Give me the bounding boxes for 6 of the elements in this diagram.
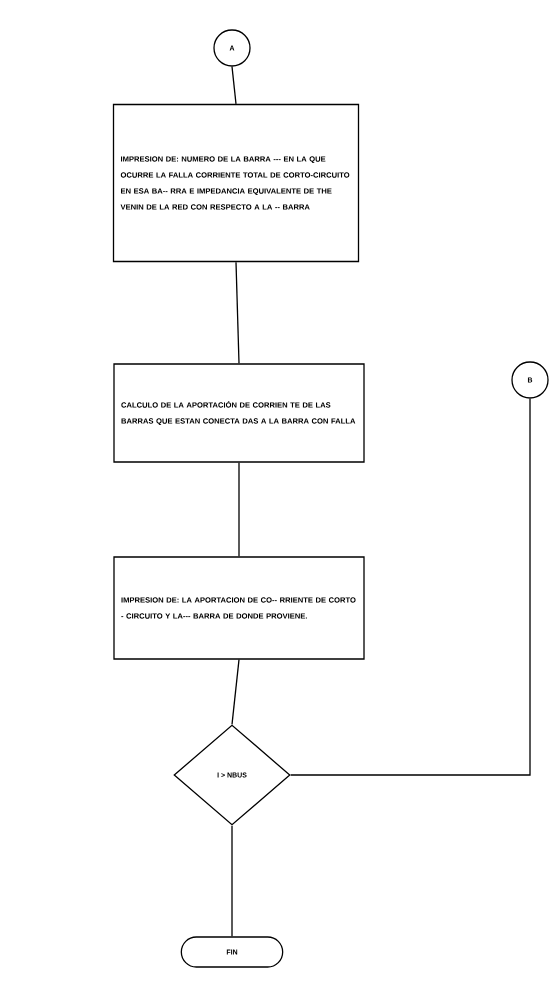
connector-line (231, 66, 237, 105)
connector-line (235, 261, 240, 364)
connector-line (290, 398, 531, 776)
connector-line (231, 659, 240, 725)
connector-line (238, 462, 240, 557)
connector-line (231, 825, 233, 937)
